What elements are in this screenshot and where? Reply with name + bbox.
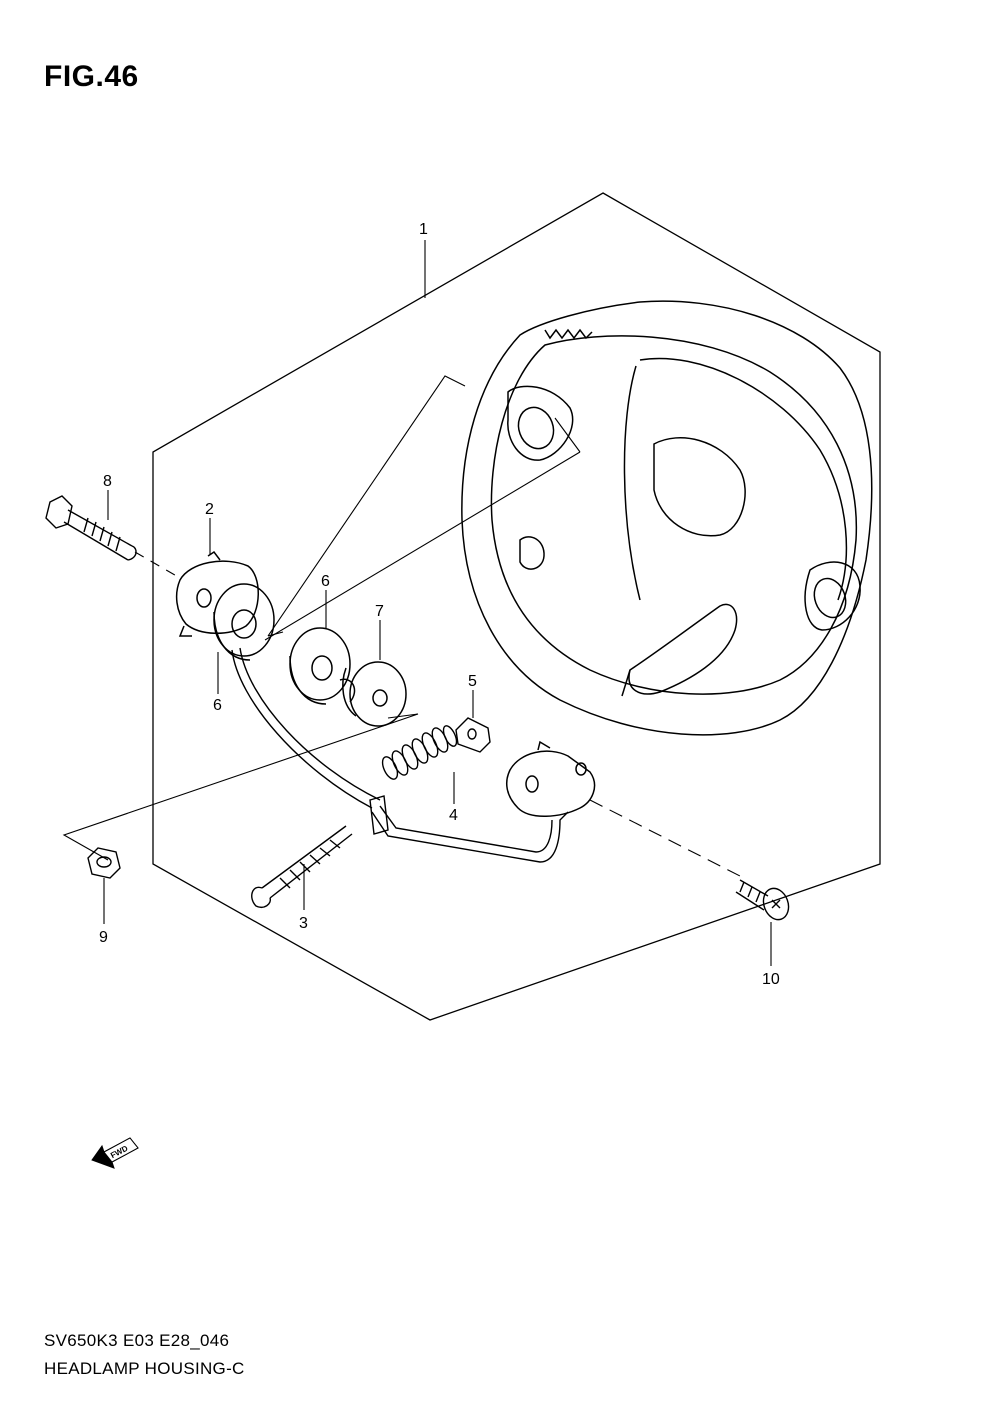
mount-bracket-part: [175, 550, 259, 637]
fwd-arrow-icon: FWD: [91, 1137, 139, 1169]
cushion-upper-part: [213, 583, 275, 661]
callout-10: 10: [762, 971, 780, 988]
diagram-code: SV650K3 E03 E28_046: [44, 1331, 230, 1350]
callout-4: 4: [449, 807, 458, 824]
adjuster-rod: [231, 647, 569, 863]
callout-3: 3: [299, 915, 308, 932]
figure-title: FIG.46: [44, 60, 139, 93]
callout-6-upper: 6: [321, 573, 330, 590]
collar-part: [339, 661, 407, 727]
nut-part: [87, 847, 121, 879]
callout-8: 8: [103, 473, 112, 490]
callout-9: 9: [99, 929, 108, 946]
callout-7: 7: [375, 603, 384, 620]
callout-leaders: [103, 240, 772, 966]
guide-lines: [62, 375, 741, 877]
callout-5: 5: [468, 673, 477, 690]
callout-6-lower: 6: [213, 697, 222, 714]
adjuster-bracket: [505, 740, 596, 817]
bolt-part: [45, 495, 137, 561]
diagram-name: HEADLAMP HOUSING-C: [44, 1359, 245, 1378]
headlamp-housing: [461, 300, 873, 736]
adjusting-screw-part: [251, 795, 389, 908]
cushion-lower-part: [289, 627, 351, 705]
callout-2: 2: [205, 501, 214, 518]
assembly-boundary: [152, 192, 881, 1021]
spring-part: [381, 725, 458, 780]
screw-part: [735, 879, 790, 921]
callout-1: 1: [419, 221, 428, 238]
nut-plate-part: [455, 717, 491, 753]
